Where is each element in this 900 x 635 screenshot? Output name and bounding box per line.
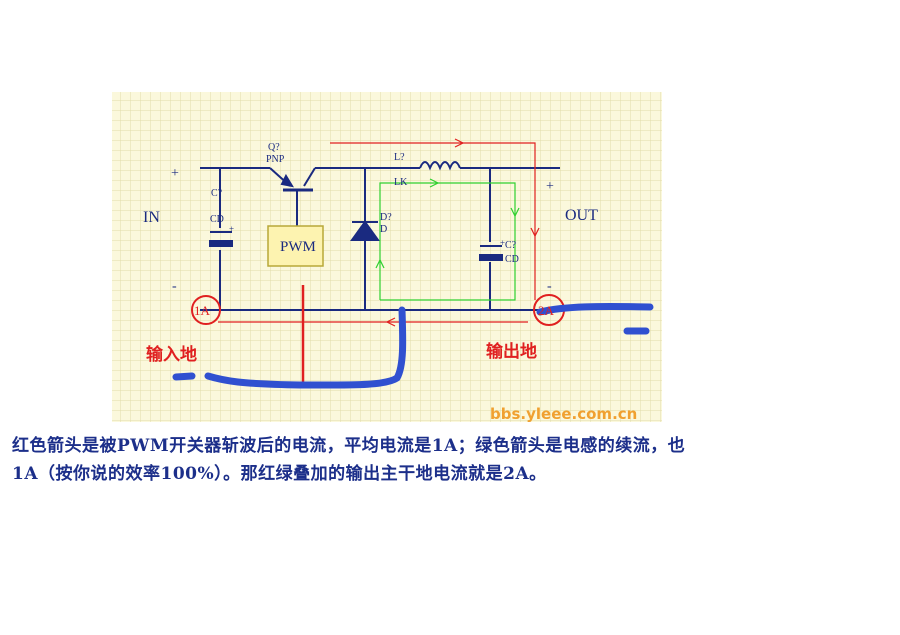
in-label: IN: [143, 209, 160, 226]
diode: [350, 220, 380, 241]
input-capacitor: +: [209, 224, 234, 247]
current-out-label: 2A: [538, 303, 555, 318]
circuit-wires: [200, 167, 560, 311]
inductor: [419, 161, 461, 171]
output-ground-label: 输出地: [486, 341, 537, 362]
svg-text:+: +: [229, 224, 234, 234]
caption-line-2: 1A（按你说的效率100%）。那红绿叠加的输出主干地电流就是2A。: [12, 464, 547, 484]
transistor-ref: Q?: [268, 142, 280, 153]
cap-out-ref: C?: [505, 240, 517, 251]
output-capacitor: +: [479, 238, 505, 261]
current-circle-in: [191, 295, 221, 325]
caption-line-1: 红色箭头是被PWM开关器斩波后的电流，平均电流是1A；绿色箭头是电感的续流，也: [12, 436, 686, 456]
red-current-path: [218, 138, 540, 327]
plus-in-label: +: [171, 166, 179, 181]
cap-out-type: CD: [505, 254, 519, 265]
diode-type: D: [380, 224, 387, 235]
minus-out-label: -: [547, 279, 552, 294]
caption: 红色箭头是被PWM开关器斩波后的电流，平均电流是1A；绿色箭头是电感的续流，也 …: [12, 432, 892, 488]
input-ground-label: 输入地: [146, 344, 197, 365]
diode-ref: D?: [380, 212, 392, 223]
pwm-label: PWM: [280, 239, 316, 255]
plus-out-label: +: [546, 179, 554, 194]
minus-in-label: -: [172, 279, 177, 294]
pwm-controller: [267, 225, 324, 267]
current-in-label: 1A: [194, 303, 211, 318]
cap-in-ref: C?: [211, 188, 223, 199]
svg-text:+: +: [500, 238, 505, 248]
out-label: OUT: [565, 207, 598, 224]
blue-hand-strokes: [172, 303, 654, 389]
cap-in-type: CD: [210, 214, 224, 225]
inductor-type: LK: [394, 177, 408, 188]
inductor-ref: L?: [394, 152, 405, 163]
green-current-path: [375, 178, 520, 301]
watermark: bbs.yleee.com.cn: [490, 405, 637, 423]
pnp-transistor: [269, 167, 316, 192]
transistor-type: PNP: [266, 154, 285, 165]
